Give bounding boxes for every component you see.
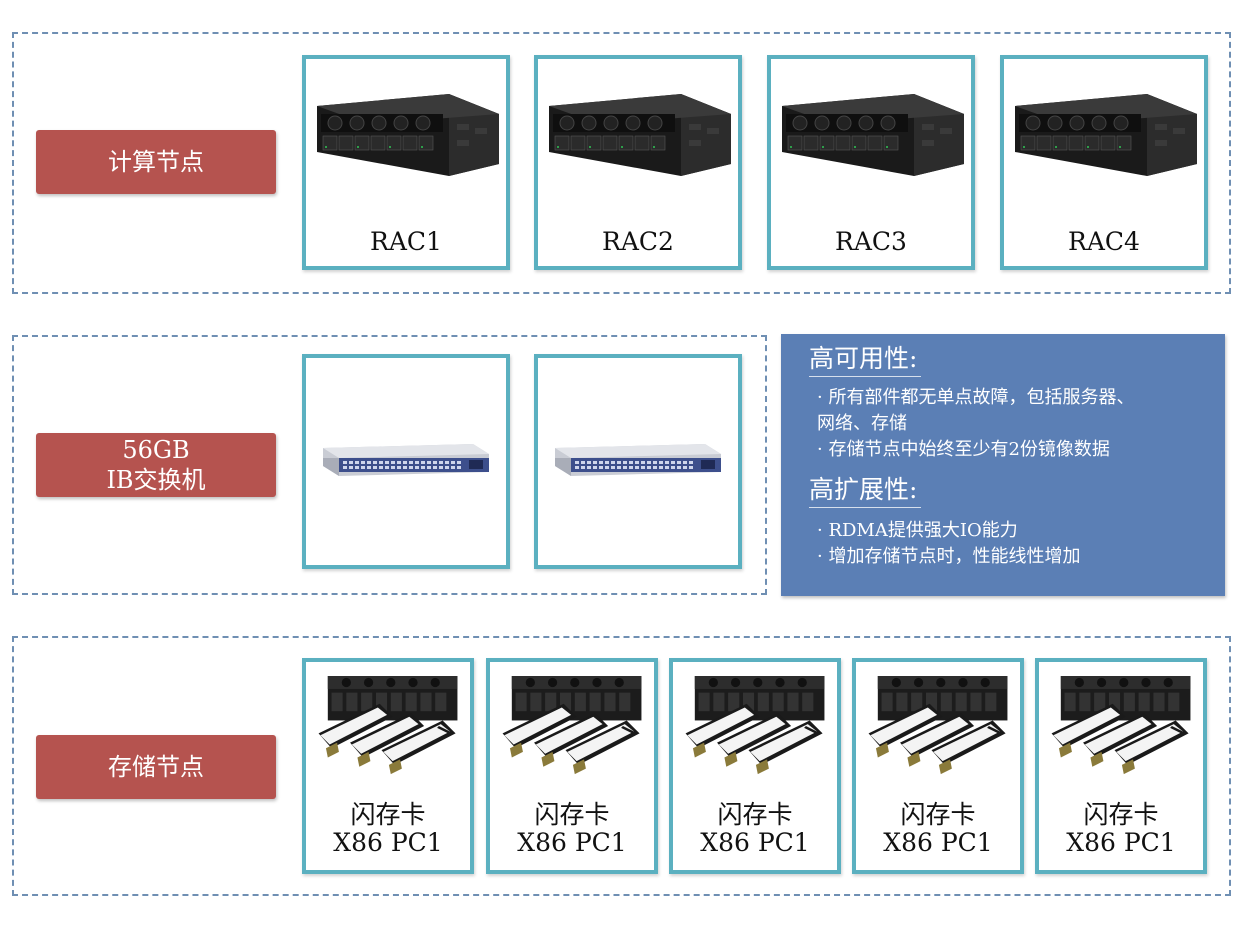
network-label-line1: 56GB: [122, 436, 190, 464]
storage-node-line2: X86 PC1: [883, 828, 993, 857]
storage-label: 存储节点: [36, 735, 276, 799]
network-label: 56GB IB交换机: [36, 433, 276, 497]
compute-node-caption: RAC2: [602, 227, 674, 256]
compute-node-card: RAC3: [767, 55, 975, 270]
storage-node-card: 闪存卡 X86 PC1: [486, 658, 658, 874]
availability-item: 网络、存储: [817, 413, 907, 434]
storage-node-card: 闪存卡 X86 PC1: [1035, 658, 1207, 874]
storage-node-card: 闪存卡 X86 PC1: [852, 658, 1024, 874]
storage-node-line2: X86 PC1: [517, 828, 627, 857]
compute-node-caption: RAC3: [835, 227, 907, 256]
flash-card-server-icon: [1051, 676, 1191, 775]
storage-node-line1: 闪存卡: [717, 800, 793, 829]
storage-node-line1: 闪存卡: [900, 800, 976, 829]
flash-card-server-icon: [868, 676, 1008, 775]
scalability-item: · RDMA提供强大IO能力: [817, 520, 1018, 541]
scalability-item: · 增加存储节点时，性能线性增加: [817, 546, 1081, 567]
storage-node-line2: X86 PC1: [1066, 828, 1176, 857]
storage-node-card: 闪存卡 X86 PC1: [302, 658, 474, 874]
flash-card-server-icon: [318, 676, 458, 775]
storage-node-line2: X86 PC1: [700, 828, 810, 857]
compute-node-caption: RAC1: [370, 227, 442, 256]
network-group: [12, 335, 767, 595]
availability-item: · 所有部件都无单点故障，包括服务器、: [817, 387, 1135, 408]
compute-node-card: RAC4: [1000, 55, 1208, 270]
network-switch-icon: [555, 444, 721, 476]
availability-item: · 存储节点中始终至少有2份镜像数据: [817, 439, 1110, 460]
switch-card: [534, 354, 742, 569]
switch-card: [302, 354, 510, 569]
storage-group: [12, 636, 1231, 896]
compute-label-text: 计算节点: [108, 148, 204, 176]
network-switch-icon: [323, 444, 489, 476]
network-label-line2: IB交换机: [106, 466, 206, 494]
storage-node-card: 闪存卡 X86 PC1: [669, 658, 841, 874]
compute-group: [12, 32, 1231, 294]
compute-node-caption: RAC4: [1068, 227, 1140, 256]
storage-node-line1: 闪存卡: [534, 800, 610, 829]
storage-node-line2: X86 PC1: [333, 828, 443, 857]
storage-node-line1: 闪存卡: [350, 800, 426, 829]
server-icon: [316, 94, 500, 177]
compute-label: 计算节点: [36, 130, 276, 194]
availability-heading: 高可用性:: [809, 342, 922, 377]
compute-node-card: RAC2: [534, 55, 742, 270]
server-icon: [1014, 94, 1198, 177]
flash-card-server-icon: [502, 676, 642, 775]
features-panel: 高可用性: · 所有部件都无单点故障，包括服务器、 网络、存储 · 存储节点中始…: [781, 334, 1225, 596]
flash-card-server-icon: [685, 676, 825, 775]
server-icon: [781, 94, 965, 177]
server-icon: [548, 94, 732, 177]
compute-node-card: RAC1: [302, 55, 510, 270]
storage-label-text: 存储节点: [108, 753, 204, 781]
storage-node-line1: 闪存卡: [1083, 800, 1159, 829]
scalability-heading: 高扩展性:: [809, 473, 922, 508]
